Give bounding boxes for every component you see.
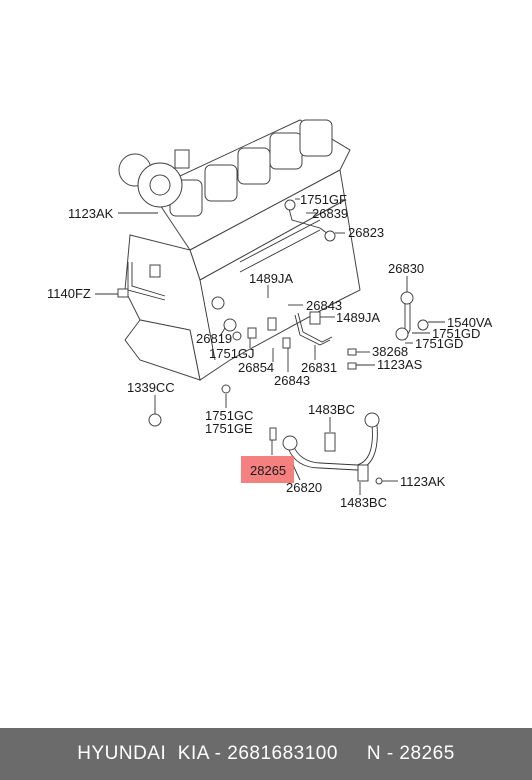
label-28265: 28265	[250, 463, 286, 478]
label-1751gj: 1751GJ	[209, 346, 255, 361]
label-1489ja-2: 1489JA	[336, 310, 380, 325]
label-26843-2: 26843	[274, 373, 310, 388]
pipe-26831	[294, 314, 331, 346]
label-26843: 26843	[306, 298, 342, 313]
label-1123as: 1123AS	[377, 357, 423, 372]
label-1339cc: 1339CC	[127, 380, 175, 395]
label-1140fz: 1140FZ	[47, 286, 91, 301]
label-26831: 26831	[301, 360, 337, 375]
label-26819: 26819	[196, 331, 232, 346]
label-1751gd-2: 1751GD	[415, 336, 463, 351]
footer-banner: HYUNDAI KIA - 2681683100 N - 28265	[0, 728, 532, 780]
label-1489ja: 1489JA	[249, 271, 293, 286]
highlight-box	[241, 456, 294, 483]
label-1123ak-2: 1123AK	[400, 474, 446, 489]
label-1123ak: 1123AK	[68, 206, 114, 221]
label-1540va: 1540VA	[447, 315, 493, 330]
label-1483bc-2: 1483BC	[340, 495, 387, 510]
label-26854: 26854	[238, 360, 274, 375]
leader-lines	[95, 198, 445, 495]
label-1751ge: 1751GE	[205, 421, 253, 436]
label-1483bc: 1483BC	[308, 402, 355, 417]
label-26823: 26823	[348, 225, 384, 240]
engine-block	[118, 119, 361, 381]
label-1751gd: 1751GD	[432, 326, 480, 341]
label-38268: 38268	[372, 344, 408, 359]
label-26839: 26839	[312, 206, 348, 221]
part-labels: 1123AK 1751GF 26839 26823 26830 1489JA 1…	[47, 192, 493, 510]
label-1751gc: 1751GC	[205, 408, 253, 423]
label-26830: 26830	[388, 261, 424, 276]
hose-26820	[292, 424, 373, 466]
parts-diagram: 1123AK 1751GF 26839 26823 26830 1489JA 1…	[47, 119, 493, 510]
label-26820: 26820	[286, 480, 322, 495]
label-1751gf: 1751GF	[300, 192, 347, 207]
